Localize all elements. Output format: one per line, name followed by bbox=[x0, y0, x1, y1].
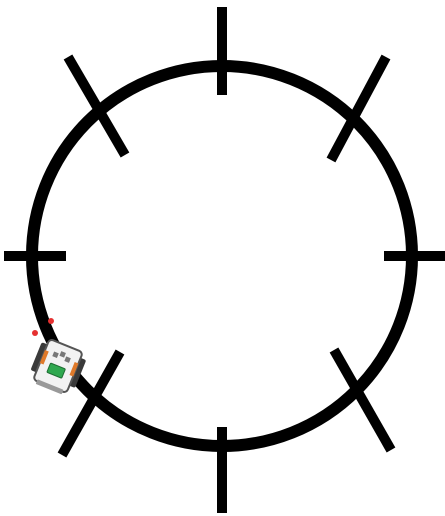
robot-sensor-left-light bbox=[32, 330, 38, 336]
robot-sensor-right-light bbox=[48, 318, 54, 324]
